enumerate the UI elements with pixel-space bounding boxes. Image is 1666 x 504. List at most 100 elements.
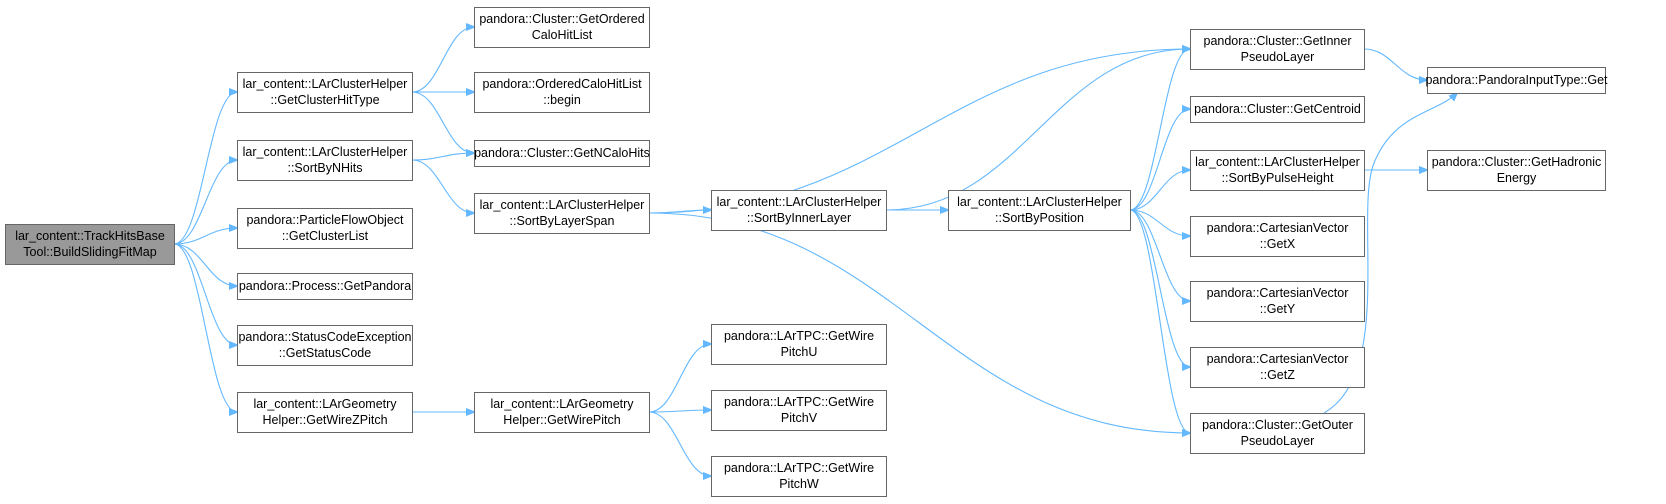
node-label-line: pandora::LArTPC::GetWire (724, 395, 874, 409)
edge-get-wire-pitch-to-get-wire-pitch-v (648, 410, 711, 412)
node-label-line: ::SortByInnerLayer (747, 211, 851, 225)
edge-get-inner-pseudo-layer-to-pandora-input-type-get (1363, 48, 1427, 80)
node-get-cluster-list[interactable]: pandora::ParticleFlowObject::GetClusterL… (237, 208, 413, 249)
node-label-line: CaloHitList (532, 28, 593, 42)
edge-sort-by-position-to-get-x (1129, 209, 1190, 236)
node-label-line: Tool::BuildSlidingFitMap (23, 245, 156, 259)
node-box (711, 324, 887, 365)
edge-sort-by-position-to-sort-by-pulse-height (1129, 170, 1190, 211)
node-box (1190, 281, 1365, 322)
edge-sort-by-position-to-get-z (1129, 209, 1190, 367)
node-label-line: ::begin (543, 93, 581, 107)
node-label-line: lar_content::TrackHitsBase (15, 229, 165, 243)
node-box (474, 193, 650, 234)
node-box (711, 190, 887, 231)
node-begin[interactable]: pandora::OrderedCaloHitList::begin (474, 72, 650, 113)
edge-sort-by-position-to-get-outer-pseudo-layer (1129, 209, 1190, 433)
node-sort-by-position[interactable]: lar_content::LArClusterHelper::SortByPos… (948, 190, 1131, 231)
node-label-line: PseudoLayer (1241, 434, 1315, 448)
node-label-line: pandora::ParticleFlowObject (246, 213, 404, 227)
node-get-pandora[interactable]: pandora::Process::GetPandora (237, 273, 413, 300)
node-box (1427, 150, 1606, 191)
node-label-line: ::GetStatusCode (279, 346, 371, 360)
node-get-ncalo-hits[interactable]: pandora::Cluster::GetNCaloHits (474, 140, 650, 167)
node-label-line: ::GetX (1260, 237, 1296, 251)
node-box (237, 325, 413, 366)
edge-root-to-get-cluster-hit-type (173, 92, 237, 245)
node-label-line: PseudoLayer (1241, 50, 1315, 64)
node-label-line: PitchV (781, 411, 818, 425)
node-label-line: pandora::CartesianVector (1207, 286, 1349, 300)
node-label-line: ::GetClusterHitType (270, 93, 379, 107)
node-box (1190, 150, 1365, 191)
edge-sort-by-position-to-get-inner-pseudo-layer (1129, 49, 1190, 211)
node-label-line: lar_content::LArClusterHelper (243, 145, 408, 159)
node-get-centroid[interactable]: pandora::Cluster::GetCentroid (1190, 96, 1365, 123)
edge-sort-by-nhits-to-sort-by-layer-span (411, 159, 474, 213)
node-label-line: PitchW (779, 477, 819, 491)
node-label-line: pandora::LArTPC::GetWire (724, 461, 874, 475)
node-get-status-code[interactable]: pandora::StatusCodeException::GetStatusC… (237, 325, 413, 366)
node-box (1427, 67, 1606, 94)
node-label-line: ::GetClusterList (282, 229, 369, 243)
node-sort-by-layer-span[interactable]: lar_content::LArClusterHelper::SortByLay… (474, 193, 650, 234)
node-label-line: lar_content::LArClusterHelper (717, 195, 882, 209)
node-box (474, 7, 650, 48)
node-label-line: lar_content::LArGeometry (490, 397, 634, 411)
node-label-line: ::GetY (1260, 302, 1296, 316)
edge-root-to-get-status-code (173, 243, 237, 345)
node-get-cluster-hit-type[interactable]: lar_content::LArClusterHelper::GetCluste… (237, 72, 413, 113)
edge-get-wire-pitch-to-get-wire-pitch-w (648, 411, 711, 476)
node-box (237, 392, 413, 433)
node-label-line: lar_content::LArClusterHelper (243, 77, 408, 91)
node-label-line: lar_content::LArClusterHelper (480, 198, 645, 212)
node-box (237, 273, 413, 300)
node-box (1190, 29, 1365, 70)
node-pandora-input-type-get[interactable]: pandora::PandoraInputType::Get (1425, 67, 1608, 94)
node-sort-by-inner-layer[interactable]: lar_content::LArClusterHelper::SortByInn… (711, 190, 887, 231)
node-box (237, 208, 413, 249)
node-box (1190, 96, 1365, 123)
node-label-line: ::SortByPulseHeight (1222, 171, 1334, 185)
node-box (1190, 347, 1365, 388)
node-box (711, 456, 887, 497)
node-label-line: pandora::Cluster::GetOuter (1202, 418, 1353, 432)
node-label-line: Helper::GetWireZPitch (262, 413, 387, 427)
node-label-line: pandora::Cluster::GetCentroid (1194, 102, 1361, 116)
node-get-x[interactable]: pandora::CartesianVector::GetX (1190, 216, 1365, 257)
node-box (5, 224, 175, 265)
node-label-line: Helper::GetWirePitch (503, 413, 620, 427)
node-label-line: pandora::CartesianVector (1207, 221, 1349, 235)
edge-root-to-get-pandora (173, 243, 237, 286)
node-label-line: pandora::Cluster::GetOrdered (479, 12, 644, 26)
edge-get-wire-pitch-to-get-wire-pitch-u (648, 344, 711, 413)
node-sort-by-nhits[interactable]: lar_content::LArClusterHelper::SortByNHi… (237, 140, 413, 181)
edge-sort-by-inner-layer-to-get-inner-pseudo-layer (885, 49, 1190, 211)
node-box (237, 140, 413, 181)
edge-sort-by-position-to-get-y (1129, 209, 1190, 301)
node-label-line: pandora::CartesianVector (1207, 352, 1349, 366)
node-get-y[interactable]: pandora::CartesianVector::GetY (1190, 281, 1365, 322)
edge-root-to-get-cluster-list (173, 228, 237, 245)
node-get-wire-pitch[interactable]: lar_content::LArGeometryHelper::GetWireP… (474, 392, 650, 433)
nodes: lar_content::TrackHitsBaseTool::BuildSli… (5, 7, 1608, 497)
node-sort-by-pulse-height[interactable]: lar_content::LArClusterHelper::SortByPul… (1190, 150, 1365, 191)
node-root[interactable]: lar_content::TrackHitsBaseTool::BuildSli… (5, 224, 175, 265)
node-get-z[interactable]: pandora::CartesianVector::GetZ (1190, 347, 1365, 388)
node-label-line: pandora::LArTPC::GetWire (724, 329, 874, 343)
node-label-line: lar_content::LArClusterHelper (957, 195, 1122, 209)
edge-sort-by-position-to-get-centroid (1129, 109, 1190, 211)
edge-root-to-get-wire-zpitch (173, 243, 237, 412)
node-get-wire-zpitch[interactable]: lar_content::LArGeometryHelper::GetWireZ… (237, 392, 413, 433)
node-label-line: lar_content::LArGeometry (253, 397, 397, 411)
edge-get-cluster-hit-type-to-get-ordered-calo-hit-list (411, 27, 474, 93)
edge-root-to-sort-by-nhits (173, 160, 237, 245)
